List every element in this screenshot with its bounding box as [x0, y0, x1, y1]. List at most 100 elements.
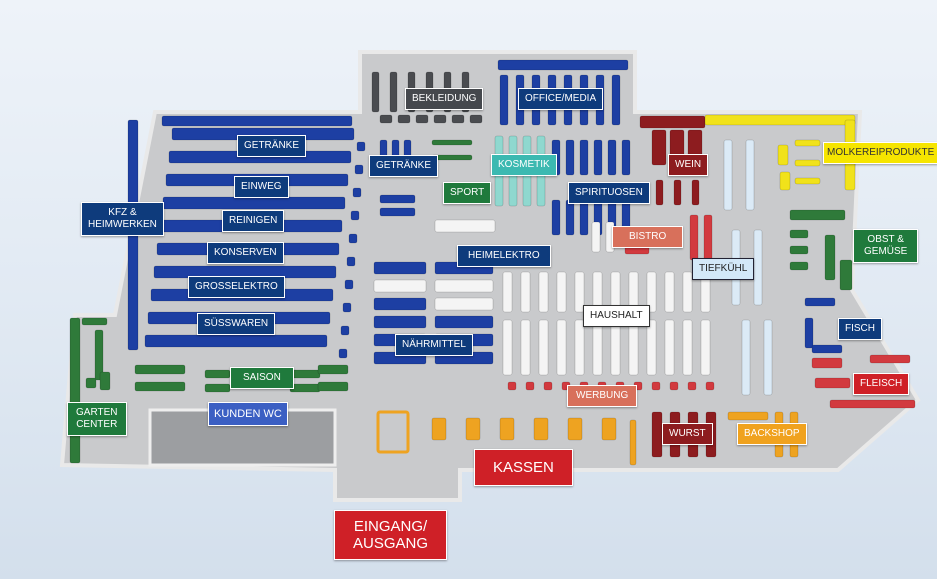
label-wurst[interactable]: WURST	[662, 423, 713, 445]
shelf	[804, 317, 814, 349]
shelf	[629, 419, 637, 466]
shelf-endcap	[356, 141, 366, 152]
label-backshop[interactable]: BACKSHOP	[737, 423, 807, 445]
label-molkereiprodukte[interactable]: MOLKEREIPRODUKTE	[823, 142, 937, 164]
shelf	[745, 139, 755, 211]
shelf	[85, 377, 97, 389]
shelf	[839, 259, 853, 291]
shelf-endcap	[344, 279, 354, 290]
label-getraenke-left[interactable]: GETRÄNKE	[237, 135, 307, 157]
shelf	[794, 177, 821, 185]
label-kassen[interactable]: KASSEN	[474, 449, 573, 486]
shelf	[434, 219, 496, 233]
shelf	[628, 319, 639, 376]
label-haushalt[interactable]: HAUSHALT	[583, 305, 650, 327]
shelf	[777, 144, 789, 166]
checkout-counter	[533, 417, 549, 441]
label-konserven[interactable]: KONSERVEN	[207, 242, 284, 264]
shelf-werbung	[507, 381, 517, 391]
shelf	[415, 114, 429, 124]
label-tiefkuehl[interactable]: TIEFKÜHL	[692, 258, 755, 280]
shelf	[373, 297, 427, 311]
shelf	[646, 271, 657, 313]
shelf	[161, 115, 353, 127]
shelf-werbung	[705, 381, 715, 391]
label-office-media[interactable]: OFFICE/MEDIA	[518, 88, 604, 110]
label-fisch[interactable]: FISCH	[838, 318, 882, 340]
label-eingang-ausgang[interactable]: EINGANG/AUSGANG	[334, 510, 448, 560]
shelf	[397, 114, 411, 124]
shelf	[794, 139, 821, 147]
label-getraenke-mid[interactable]: GETRÄNKE	[369, 155, 439, 177]
shelf	[289, 369, 321, 379]
shelf	[389, 71, 398, 113]
shelf	[579, 199, 589, 236]
shelf	[664, 271, 675, 313]
shelf	[804, 297, 836, 307]
label-kfz-heimwerken[interactable]: KFZ &HEIMWERKEN	[81, 202, 164, 236]
label-spirituosen[interactable]: SPIRITUOSEN	[568, 182, 650, 204]
label-reinigen[interactable]: REINIGEN	[222, 210, 285, 232]
shelf	[682, 271, 693, 313]
shelf	[611, 74, 621, 126]
label-bistro[interactable]: BISTRO	[612, 226, 684, 248]
shelf	[371, 71, 380, 113]
checkout-lane	[376, 410, 410, 454]
label-saison[interactable]: SAISON	[230, 367, 294, 389]
label-suesswaren[interactable]: SÜSSWAREN	[197, 313, 276, 335]
label-obst-gemuese[interactable]: OBST &GEMÜSE	[853, 229, 919, 263]
label-grosselektro[interactable]: GROSSELEKTRO	[188, 276, 285, 298]
shelf-aisle	[162, 196, 346, 210]
shelf	[814, 377, 851, 389]
shelf	[574, 319, 585, 376]
label-fleisch[interactable]: FLEISCH	[853, 373, 910, 395]
shelf-werbung	[543, 381, 553, 391]
label-text: EINGANG/	[353, 518, 428, 535]
shelf	[379, 114, 393, 124]
shelf	[646, 319, 657, 376]
shelf	[655, 179, 664, 206]
shelf	[779, 171, 791, 191]
shelf	[824, 234, 836, 281]
shelf	[565, 199, 575, 236]
shelf	[592, 319, 603, 376]
shelf	[379, 194, 416, 204]
label-werbung[interactable]: WERBUNG	[567, 385, 638, 407]
shelf	[579, 139, 589, 176]
shelf	[703, 214, 713, 261]
shelf	[607, 139, 617, 176]
shelf	[373, 261, 427, 275]
shelf	[551, 199, 561, 236]
label-wein[interactable]: WEIN	[668, 154, 709, 176]
label-heimelektro[interactable]: HEIMELEKTRO	[457, 245, 551, 267]
shelf-endcap	[352, 187, 362, 198]
shelf	[497, 59, 629, 71]
label-bekleidung[interactable]: BEKLEIDUNG	[405, 88, 484, 110]
shelf	[565, 139, 575, 176]
shelf	[433, 114, 447, 124]
shelf-werbung	[669, 381, 679, 391]
label-einweg[interactable]: EINWEG	[234, 176, 289, 198]
label-naehrmittel[interactable]: NÄHRMITTEL	[395, 334, 473, 356]
shelf	[317, 381, 349, 392]
shelf	[556, 319, 567, 376]
shelf	[379, 207, 416, 217]
label-sport[interactable]: SPORT	[443, 182, 492, 204]
shelf	[538, 271, 549, 313]
shelf	[520, 319, 531, 376]
shelf	[869, 354, 911, 364]
shelf	[727, 411, 769, 421]
shelf	[829, 399, 916, 409]
shelf	[811, 357, 843, 369]
shelf	[741, 319, 751, 396]
shelf	[502, 271, 513, 313]
shelf	[574, 271, 585, 313]
label-kosmetik[interactable]: KOSMETIK	[491, 154, 557, 176]
label-text: CENTER	[76, 419, 118, 430]
shelf	[204, 369, 231, 379]
shelf	[593, 139, 603, 176]
label-kunden-wc[interactable]: KUNDEN WC	[208, 402, 288, 426]
label-text: AUSGANG	[353, 535, 429, 552]
shelf	[434, 279, 494, 293]
